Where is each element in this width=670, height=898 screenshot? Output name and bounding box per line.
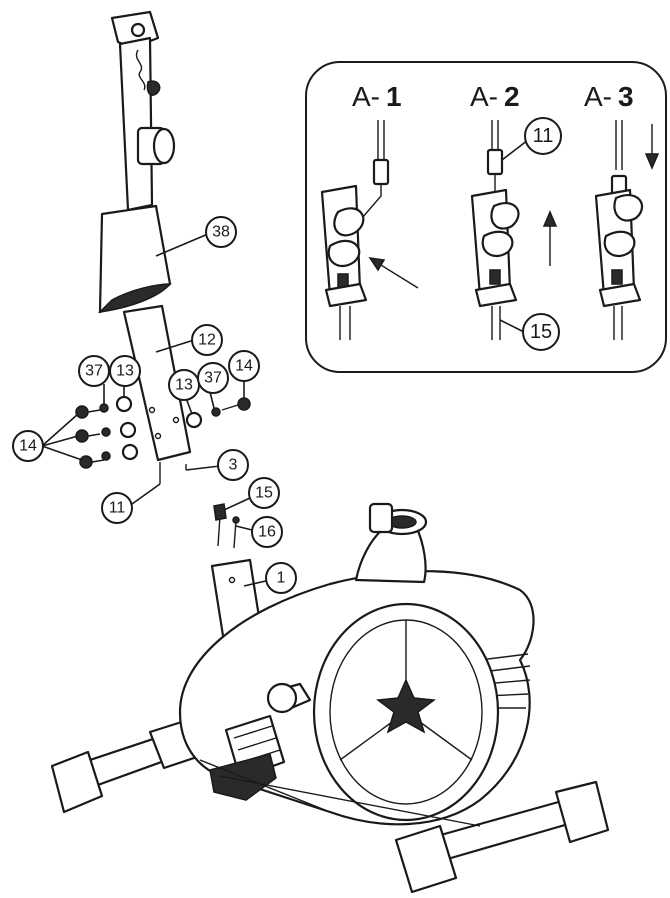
tube-hole [154,432,162,440]
callout-3: 3 [217,449,249,481]
upper-post-tube [118,36,154,212]
callout-16: 16 [251,516,283,548]
left-fasteners [75,395,139,469]
callout-37-left: 37 [78,355,110,387]
callout-11-label: 11 [109,500,126,517]
front-foot-cap-right [554,780,610,844]
washer [101,451,111,461]
callout-3-label: 3 [229,457,238,474]
leader-lines [41,233,271,587]
curved-washer [121,443,139,461]
bracket-hole [130,22,146,38]
callout-1-label: 1 [277,570,286,587]
callout-detail-11-label: 11 [533,125,554,147]
tube-hole [172,416,180,424]
spring-clip [146,80,161,96]
callout-11: 11 [101,492,133,524]
washer [211,407,221,417]
callout-12-label: 12 [198,332,216,349]
callout-detail-15: 15 [522,313,560,351]
tension-knob-cap [152,127,176,165]
crank-hub [266,682,298,714]
washer [101,427,111,437]
front-foot-cap-left [394,824,458,894]
bolt [221,397,251,411]
curved-washer [115,395,133,413]
step-title-a3: A-3 [584,81,634,112]
curved-washer [185,411,203,429]
callout-15: 15 [248,477,280,509]
callout-37-left-label: 37 [85,363,103,380]
callout-14-left: 14 [12,430,44,462]
bike-frame [50,502,610,894]
step-title-a1: A-1 [352,81,402,112]
step-a3-illustration [594,120,660,340]
callout-15-label: 15 [255,485,273,502]
callout-detail-11: 11 [524,117,562,155]
bolt [75,429,101,443]
callout-37-right-label: 37 [204,370,222,387]
rear-foot-cap-left [50,750,104,814]
bolt [79,455,105,469]
handlebar-post-assembly [97,10,192,462]
washer [99,403,109,413]
cable-connection-detail: A-1 A-2 A-3 [305,61,667,373]
tension-cable [213,503,240,549]
callout-13-left-label: 13 [116,363,134,380]
console-cable [135,49,146,91]
callout-14-right: 14 [228,350,260,382]
callout-38: 38 [205,216,237,248]
callout-12: 12 [191,324,223,356]
callout-detail-15-label: 15 [530,321,552,343]
bolt [75,405,101,419]
step-a2-illustration [470,120,558,340]
callout-14-left-label: 14 [19,438,37,455]
step-a1-illustration [320,120,419,340]
tube-hole [148,406,156,414]
step-title-a2: A-2 [470,81,520,112]
callout-1: 1 [265,562,297,594]
console-neck [354,524,427,584]
callout-38-label: 38 [212,224,230,241]
frame-base-bar [199,759,481,827]
seat-adjust-knob [368,502,394,534]
callout-13-right-label: 13 [175,377,193,394]
callout-16-label: 16 [258,524,276,541]
callout-13-right: 13 [168,369,200,401]
curved-washer [119,421,137,439]
callout-14-right-label: 14 [235,358,253,375]
flywheel-hub [376,678,436,734]
callout-13-left: 13 [109,355,141,387]
callout-37-right: 37 [197,362,229,394]
right-fasteners [185,397,251,429]
shroud-opening [97,283,172,314]
